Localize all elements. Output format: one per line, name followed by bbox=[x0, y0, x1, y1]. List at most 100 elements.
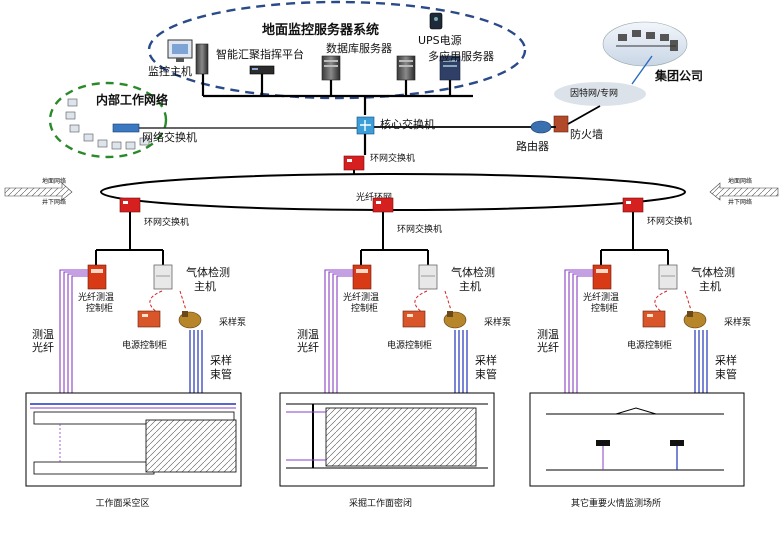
fiber-cabinet-panel bbox=[596, 269, 608, 273]
pump-valve bbox=[182, 311, 188, 317]
gas-host-label-2: 主机 bbox=[194, 279, 216, 293]
station-3: 环网交换机光纤测温控制柜气体检测主机电源控制柜采样泵测温光纤采样束管其它重要火情… bbox=[529, 197, 751, 509]
pump-label: 采样泵 bbox=[724, 316, 751, 328]
fiber-cabinet-label: 光纤测温 bbox=[78, 291, 114, 303]
fiber-line bbox=[568, 271, 593, 393]
router-label: 路由器 bbox=[516, 139, 549, 153]
monitoring-stations: 环网交换机光纤测温控制柜气体检测主机电源控制柜采样泵测温光纤采样束管工作面采空区… bbox=[25, 197, 751, 509]
multi-app-server[interactable] bbox=[439, 55, 461, 81]
ring-switch-icon[interactable] bbox=[372, 197, 394, 213]
sensor-node bbox=[596, 440, 610, 446]
power-cabinet-panel bbox=[142, 314, 148, 317]
server-icon bbox=[321, 55, 341, 81]
power-cabinet-label: 电源控制柜 bbox=[627, 339, 672, 351]
fiber-cabinet-panel bbox=[356, 269, 368, 273]
ring-switch-label: 环网交换机 bbox=[647, 215, 692, 227]
firewall-icon bbox=[553, 115, 569, 133]
gas-host-label-2: 主机 bbox=[699, 279, 721, 293]
monitor-host[interactable] bbox=[167, 39, 209, 75]
fiber-label-2: 光纤 bbox=[32, 340, 54, 354]
cloud-icon bbox=[554, 82, 646, 106]
fiber-cabinet-icon[interactable] bbox=[592, 264, 612, 290]
smart-platform-label: 智能汇聚指挥平台 bbox=[216, 47, 304, 61]
gas-host-label: 气体检测 bbox=[451, 265, 495, 279]
power-cabinet-panel bbox=[647, 314, 653, 317]
tube-label-2: 束管 bbox=[210, 367, 232, 381]
router-icon bbox=[530, 120, 552, 134]
smart-platform-device[interactable] bbox=[249, 65, 275, 75]
group-company-label: 集团公司 bbox=[654, 68, 703, 83]
ring-switch-icon[interactable] bbox=[119, 197, 141, 213]
fiber-label: 测温 bbox=[537, 328, 559, 341]
fiber-cabinet-label: 光纤测温 bbox=[343, 291, 379, 303]
tube-label: 采样 bbox=[715, 353, 737, 367]
internal-network-title: 内部工作网络 bbox=[96, 92, 168, 107]
power-cabinet-label: 电源控制柜 bbox=[387, 339, 432, 351]
fiber-line bbox=[67, 273, 88, 393]
group-company-lan bbox=[602, 21, 688, 67]
fiber-line bbox=[576, 275, 593, 393]
tube-label-2: 束管 bbox=[715, 367, 737, 381]
ring-switch-led bbox=[376, 201, 381, 204]
ring-switch-label: 环网交换机 bbox=[144, 216, 189, 228]
fiber-cabinet-panel bbox=[91, 269, 103, 273]
fiber-label-2: 光纤 bbox=[537, 340, 559, 354]
firewall-device[interactable] bbox=[553, 115, 569, 133]
ups-label: UPS电源 bbox=[418, 33, 462, 47]
ground-line-left bbox=[4, 182, 73, 201]
ring-switch-top[interactable] bbox=[343, 155, 365, 171]
fiber-line bbox=[336, 275, 353, 393]
fiber-label: 测温 bbox=[32, 328, 54, 341]
monitor-host-label: 监控主机 bbox=[148, 64, 192, 78]
gas-host-icon[interactable] bbox=[418, 264, 438, 290]
power-cabinet-icon[interactable] bbox=[137, 310, 161, 328]
fiber-label-2: 光纤 bbox=[297, 340, 319, 354]
ground-line-right bbox=[709, 182, 779, 201]
internal-switch[interactable] bbox=[112, 123, 140, 133]
pump-link bbox=[179, 290, 187, 311]
server-bus bbox=[201, 74, 473, 115]
gas-host-label: 气体检测 bbox=[186, 265, 230, 279]
ring-switch-led bbox=[123, 201, 128, 204]
gas-host-icon[interactable] bbox=[658, 264, 678, 290]
scene-label: 采掘工作面密闭 bbox=[349, 497, 412, 509]
fiber-line bbox=[328, 271, 353, 393]
fiber-line bbox=[564, 269, 593, 393]
gas-host-icon[interactable] bbox=[153, 264, 173, 290]
fiber-cabinet-icon[interactable] bbox=[87, 264, 107, 290]
server-icon bbox=[396, 55, 416, 81]
fiber-label: 测温 bbox=[297, 328, 319, 341]
router-device[interactable] bbox=[530, 120, 552, 134]
surface-tag-left: 地面网络 bbox=[42, 177, 66, 185]
tube-label: 采样 bbox=[210, 353, 232, 367]
ring-switch-top-label: 环网交换机 bbox=[370, 152, 415, 164]
power-cabinet-icon[interactable] bbox=[642, 310, 666, 328]
pump-link bbox=[444, 290, 452, 311]
power-cabinet-label: 电源控制柜 bbox=[122, 339, 167, 351]
internal-network-boundary bbox=[48, 81, 168, 159]
fiber-cabinet-label-2: 控制柜 bbox=[591, 302, 618, 314]
firewall-label: 防火墙 bbox=[570, 127, 603, 141]
server-system-title: 地面监控服务器系统 bbox=[262, 22, 379, 38]
pump-link bbox=[684, 290, 692, 311]
goaf-rubble bbox=[145, 419, 237, 473]
fiber-cabinet-label: 光纤测温 bbox=[583, 291, 619, 303]
roadway-top bbox=[33, 411, 235, 425]
db-server[interactable] bbox=[321, 55, 341, 81]
power-link bbox=[414, 290, 428, 314]
power-cabinet-icon[interactable] bbox=[402, 310, 426, 328]
power-link bbox=[149, 290, 163, 314]
core-switch-label: 核心交换机 bbox=[380, 117, 435, 131]
pump-valve bbox=[447, 311, 453, 317]
fiber-cabinet-icon[interactable] bbox=[352, 264, 372, 290]
fiber-line bbox=[324, 269, 353, 393]
scene-label: 其它重要火情监测场所 bbox=[571, 497, 661, 509]
ups-device[interactable] bbox=[429, 12, 443, 30]
ring-switch-icon[interactable] bbox=[622, 197, 644, 213]
underground-tag-right: 井下网络 bbox=[728, 198, 752, 206]
core-switch[interactable] bbox=[356, 116, 375, 135]
power-cabinet-panel bbox=[407, 314, 413, 317]
app-server-2[interactable] bbox=[396, 55, 416, 81]
